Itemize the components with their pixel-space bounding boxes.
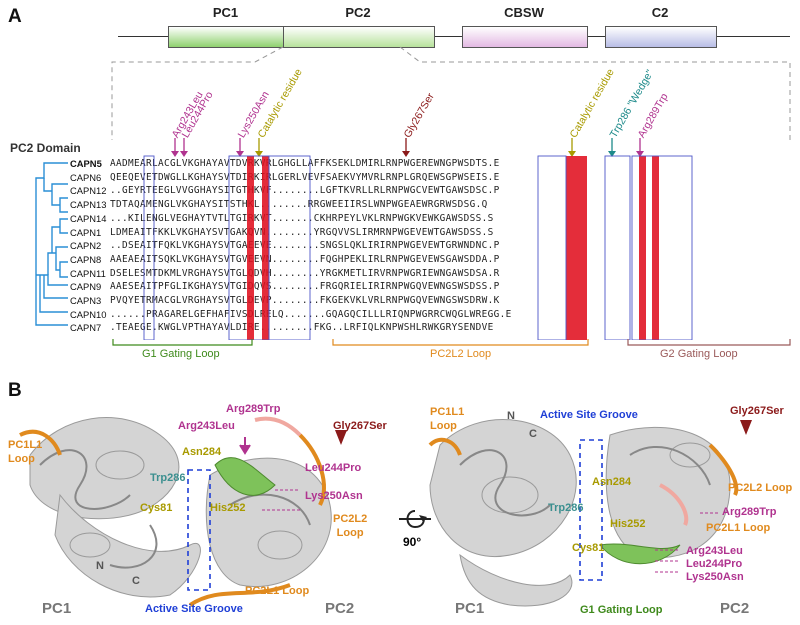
domain-c2-label: C2 — [651, 5, 669, 20]
rotation-label: 90° — [403, 535, 422, 549]
loop-brackets — [112, 339, 791, 346]
sequence-name: CAPN3 — [70, 295, 102, 306]
sequence-name: CAPN7 — [70, 322, 102, 334]
loop-g1-gating: G1 Gating Loop — [142, 348, 220, 360]
right-label-g1: G1 Gating Loop — [580, 604, 663, 616]
structure-right-illustration — [428, 419, 752, 607]
left-label-pc2l2: PC2L2 Loop — [333, 513, 368, 539]
sequence-name: CAPN6 — [70, 171, 102, 183]
right-label-arg243: Arg243Leu — [686, 545, 743, 557]
right-label-pc1: PC1 — [455, 600, 485, 617]
domain-pc2 — [283, 26, 435, 48]
sequence-row: ..GEYRTEEGLVVGGHAYSITGTHKVF........LGFTK… — [110, 185, 500, 197]
domain-cbsw — [462, 26, 588, 48]
panel-a-label: A — [8, 6, 22, 27]
right-label-his252: His252 — [610, 518, 646, 530]
right-label-asn284: Asn284 — [592, 476, 632, 488]
sequence-row: DSELESMTDKMLVRGHAYSVTGLQDVH........YRGKM… — [110, 267, 500, 279]
left-label-cys81: Cys81 — [140, 502, 173, 514]
left-label-pc1: PC1 — [42, 600, 72, 617]
left-label-asn284: Asn284 — [182, 446, 222, 458]
left-label-his252: His252 — [210, 502, 246, 514]
right-label-gly267: Gly267Ser — [730, 405, 784, 417]
right-label-groove: Active Site Groove — [540, 409, 638, 421]
right-label-pc2l2: PC2L2 Loop — [728, 482, 793, 494]
sequence-row: ......PRAGARELGEFHAFIVSDLRELQ.......GQAG… — [110, 308, 512, 320]
right-label-pc1l1: PC1L1 Loop — [430, 406, 465, 432]
left-label-arg243: Arg243Leu — [178, 420, 235, 432]
left-label-pc2l1: PC2L1 Loop — [245, 585, 310, 597]
sequence-name: CAPN10 — [70, 308, 107, 320]
right-label-trp286: Trp286 — [548, 502, 584, 514]
left-label-trp286: Trp286 — [150, 472, 186, 484]
left-label-leu244: Leu244Pro — [305, 462, 362, 474]
left-label-arg289: Arg289Trp — [226, 403, 281, 415]
sequence-name: CAPN13 — [70, 199, 107, 211]
alignment-highlights — [143, 155, 693, 340]
right-label-leu244: Leu244Pro — [686, 558, 743, 570]
sequence-name: CAPN12 — [70, 185, 107, 197]
sequence-row: AAESEAITPFGLIKGHAYSVTGIDQVS........FRGQR… — [110, 281, 500, 293]
sequence-row: LDMEAITFKKLVKGHAYSVTGAKQVN........YRGQVV… — [110, 226, 494, 238]
domain-backbone-line — [118, 36, 790, 37]
sequence-row: ...KILENGLVEGHAYTVTLTGIRKVT.......CKHRPE… — [110, 212, 494, 224]
left-label-n: N — [96, 560, 104, 572]
left-label-pc2: PC2 — [325, 600, 355, 617]
sequence-row: PVQYETRMACGLVRGHAYSVTGLDEVP........FKGEK… — [110, 295, 500, 306]
sequence-name: CAPN8 — [70, 253, 102, 265]
sequence-name: CAPN9 — [70, 281, 102, 293]
left-label-lys250: Lys250Asn — [305, 490, 363, 502]
sequence-name: CAPN14 — [70, 212, 107, 224]
phylogenetic-tree — [35, 162, 68, 326]
right-label-lys250: Lys250Asn — [686, 571, 744, 583]
right-label-cys81: Cys81 — [572, 542, 605, 554]
right-label-n: N — [507, 410, 515, 422]
loop-g2-gating: G2 Gating Loop — [660, 348, 738, 360]
right-label-arg289: Arg289Trp — [722, 506, 777, 518]
rotation-arrow-icon — [399, 510, 431, 529]
left-label-c: C — [132, 575, 140, 587]
zoom-dashed-lines — [111, 46, 791, 140]
sequence-row: .TEAEGE.KWGLVPTHAYAVLDIRE.........FKG..L… — [110, 322, 494, 334]
sequence-name: CAPN11 — [70, 267, 106, 279]
left-label-groove: Active Site Groove — [145, 603, 243, 615]
left-label-pc1l1: PC1L1 Loop — [8, 439, 43, 465]
sequence-name: CAPN2 — [70, 240, 102, 252]
structure-left-illustration — [19, 416, 347, 607]
domain-c2 — [605, 26, 717, 48]
loop-pc2l2: PC2L2 Loop — [430, 348, 492, 360]
right-label-c: C — [529, 428, 537, 440]
right-label-pc2: PC2 — [720, 600, 750, 617]
sequence-row: TDTAQAMENGLVKGHAYSITSTHKL........RRGWEEI… — [110, 199, 488, 211]
domain-pc2-label: PC2 — [345, 5, 371, 20]
right-label-pc2l1: PC2L1 Loop — [706, 522, 771, 534]
annotation-arrows — [171, 138, 644, 157]
left-label-gly267: Gly267Ser — [333, 420, 387, 432]
pc2-domain-label: PC2 Domain — [10, 141, 81, 155]
domain-pc1-label: PC1 — [212, 5, 239, 20]
sequence-name: CAPN5 — [70, 158, 102, 169]
sequence-row: QEEQEVETDWGLLKGHAYSVTDIRKIRLGERLVEVFSAEK… — [110, 171, 500, 183]
sequence-row: AADMEARLACGLVKGHAYAVTDVRKVRLGHGLLAFFKSEK… — [110, 158, 500, 169]
panel-b-label: B — [8, 380, 22, 401]
sequence-row: AAEAEAITSQKLVKGHAYSVTGVEEVN........FQGHP… — [110, 253, 500, 265]
sequence-row: ..DSEAITFQKLVKGHAYSVTGAEEVE........SNGSL… — [110, 240, 500, 252]
domain-cbsw-label: CBSW — [504, 5, 544, 20]
sequence-name: CAPN1 — [70, 226, 102, 238]
